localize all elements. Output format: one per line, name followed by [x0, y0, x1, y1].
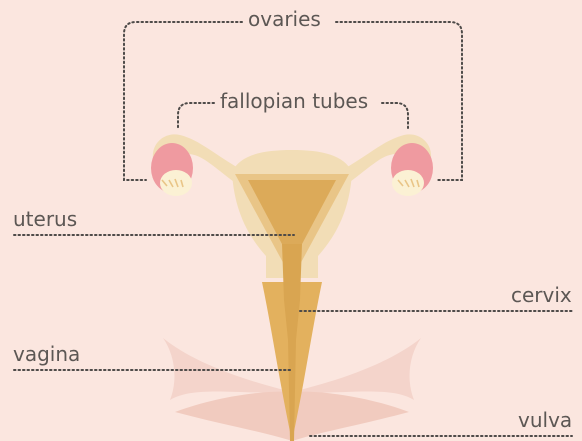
label-ovaries: ovaries: [244, 9, 325, 29]
label-fallopian-tubes: fallopian tubes: [216, 91, 372, 111]
label-vagina: vagina: [13, 344, 80, 364]
label-vulva: vulva: [518, 410, 572, 430]
label-uterus: uterus: [13, 209, 77, 229]
label-cervix: cervix: [511, 285, 572, 305]
